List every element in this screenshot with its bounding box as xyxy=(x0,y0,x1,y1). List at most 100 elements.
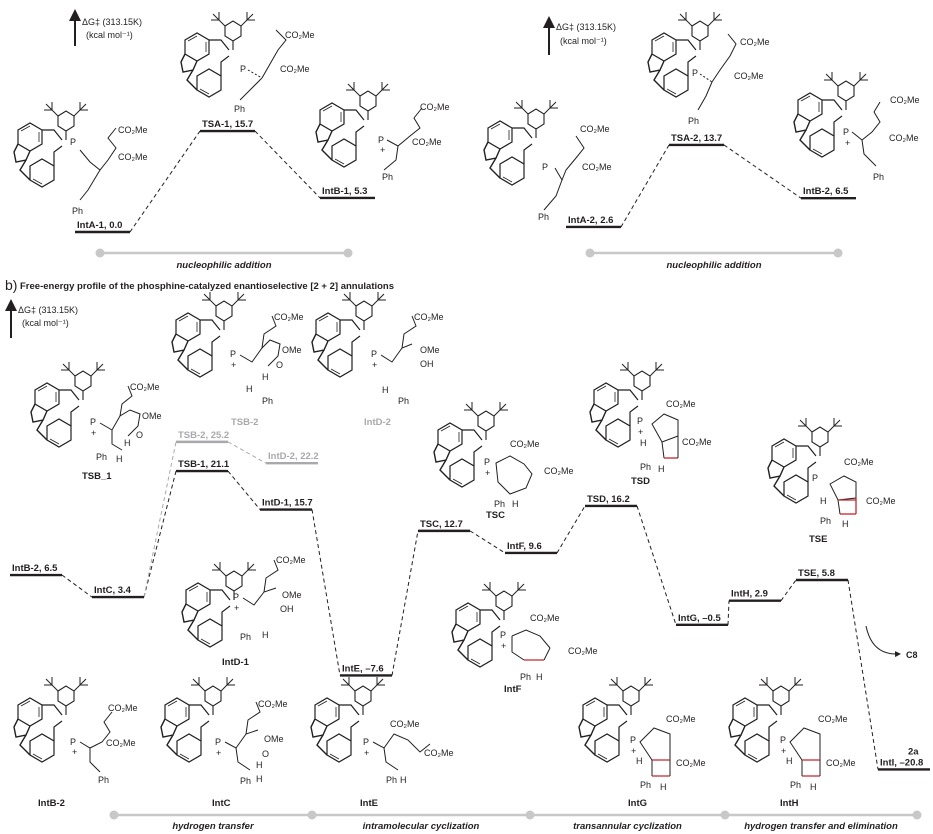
svg-text:IntH: IntH xyxy=(780,798,799,809)
svg-text:TSC: TSC xyxy=(486,510,505,521)
level-label-IntB-2: IntB-2, 6.5 xyxy=(803,186,849,197)
svg-text:P: P xyxy=(780,735,786,745)
svg-text:IntF: IntF xyxy=(504,684,522,695)
stage-node xyxy=(307,810,317,820)
svg-text:Ph: Ph xyxy=(688,116,699,126)
svg-text:CO₂Me: CO₂Me xyxy=(530,613,560,623)
svg-text:CO₂Me: CO₂Me xyxy=(130,382,160,392)
molecule-IntH: P + CO₂Me CO₂Me H Ph H IntH xyxy=(728,676,856,809)
molecule-TSB_1: P + CO₂Me OMe O H Ph H TSB_1 xyxy=(30,361,162,482)
level-label-TSB-2: TSB-2, 25.2 xyxy=(178,430,229,441)
svg-text:H: H xyxy=(536,672,543,682)
svg-text:H: H xyxy=(400,775,407,785)
svg-text:P: P xyxy=(70,137,76,147)
svg-text:H: H xyxy=(512,499,519,509)
svg-text:(kcal mol⁻¹): (kcal mol⁻¹) xyxy=(22,318,69,328)
svg-text:P: P xyxy=(70,737,76,747)
svg-text:OMe: OMe xyxy=(142,411,162,421)
axis-arrow-b: ΔG‡ (313.15K) (kcal mol⁻¹) xyxy=(5,299,78,338)
svg-text:Ph: Ph xyxy=(72,206,83,216)
connector-IntE-TSC xyxy=(391,530,419,676)
svg-text:+: + xyxy=(781,746,786,756)
svg-text:H: H xyxy=(820,496,827,506)
level-label-IntD-2: IntD-2, 22.2 xyxy=(268,451,319,462)
svg-text:CO₂Me: CO₂Me xyxy=(734,71,764,81)
svg-text:Ph: Ph xyxy=(234,104,245,114)
molecule-IntE: P + CO₂Me CO₂Me Ph H IntE xyxy=(310,676,454,809)
svg-text:CO₂Me: CO₂Me xyxy=(682,437,712,447)
connector-IntG-IntH xyxy=(727,600,730,625)
svg-text:CO₂Me: CO₂Me xyxy=(676,758,706,768)
stage-label: hydrogen transfer xyxy=(172,821,255,832)
svg-text:+: + xyxy=(372,360,377,370)
svg-text:P: P xyxy=(215,737,221,747)
molecule-IntG: P + CO₂Me CO₂Me H Ph H IntG xyxy=(578,676,706,809)
molecule-IntB-2-top: P + CO₂Me CO₂Me Ph xyxy=(793,71,920,182)
svg-text:CO₂Me: CO₂Me xyxy=(276,555,306,565)
svg-text:CO₂Me: CO₂Me xyxy=(866,496,896,506)
svg-text:P: P xyxy=(230,349,236,359)
level-label-TSA-1: TSA-1, 15.7 xyxy=(202,119,253,130)
connector-TSB-1-IntD-1 xyxy=(227,470,261,510)
svg-text:Ph: Ph xyxy=(98,775,109,785)
stage-node xyxy=(912,810,922,820)
level-label-TSE: TSE, 5.8 xyxy=(798,568,835,579)
svg-text:IntE: IntE xyxy=(360,798,378,809)
connector-TSA-2-IntB-2 xyxy=(723,144,802,199)
svg-text:CO₂Me: CO₂Me xyxy=(580,124,610,134)
molecule-TSE: P CO₂Me CO₂Me H Ph H TSE xyxy=(767,417,896,545)
svg-text:CO₂Me: CO₂Me xyxy=(740,37,770,47)
level-label-IntA-2: IntA-2, 2.6 xyxy=(568,215,613,226)
svg-text:H: H xyxy=(246,384,253,394)
svg-text:P: P xyxy=(630,735,636,745)
svg-text:O: O xyxy=(136,430,143,440)
molecule-TSA-1: P CO₂Me CO₂Me Ph xyxy=(180,11,315,114)
level-label-TSD: TSD, 16.2 xyxy=(587,494,630,505)
svg-text:H: H xyxy=(636,756,643,766)
molecule-IntA-1: P CO₂Me CO₂Me Ph xyxy=(13,101,148,216)
molecule-IntB-1: P + CO₂Me CO₂Me Ph xyxy=(315,81,450,182)
svg-text:P: P xyxy=(363,737,369,747)
svg-text:P: P xyxy=(378,135,384,145)
stage-label: intramolecular cyclization xyxy=(363,821,480,832)
svg-text:+: + xyxy=(380,145,385,155)
svg-text:+: + xyxy=(501,641,506,651)
stage-label: hydrogen transfer and elimination xyxy=(744,821,898,832)
svg-text:Ph: Ph xyxy=(520,672,531,682)
svg-text:P: P xyxy=(542,162,548,172)
svg-text:CO₂Me: CO₂Me xyxy=(412,137,442,147)
svg-text:ΔG‡ (313.15K): ΔG‡ (313.15K) xyxy=(18,305,78,315)
svg-text:CO₂Me: CO₂Me xyxy=(118,125,148,135)
svg-text:CO₂Me: CO₂Me xyxy=(582,162,612,172)
axis-unit: (kcal mol⁻¹) xyxy=(86,30,133,40)
svg-text:CO₂Me: CO₂Me xyxy=(420,102,450,112)
svg-text:P: P xyxy=(812,473,818,483)
svg-text:H: H xyxy=(382,385,389,395)
connector-IntA-2-TSA-2 xyxy=(620,144,670,228)
molecule-IntC: P + CO₂Me OMe O H Ph H IntC xyxy=(160,676,288,809)
svg-text:P: P xyxy=(240,64,246,74)
svg-text:Ph: Ph xyxy=(398,396,409,406)
svg-text:CO₂Me: CO₂Me xyxy=(390,719,420,729)
svg-text:nucleophilic addition: nucleophilic addition xyxy=(667,260,762,271)
svg-text:P: P xyxy=(843,127,849,137)
level-label-IntI: IntI, –20.8 xyxy=(880,757,923,768)
stage-bar-b: hydrogen transfer intramolecular cyclizat… xyxy=(109,810,922,832)
level-label-IntC: IntC, 3.4 xyxy=(94,585,132,596)
side-product-label: C8 xyxy=(906,650,918,660)
molecule-IntD-2: P + CO₂Me OMe OH H Ph IntD-2 xyxy=(311,291,444,428)
svg-text:Ph: Ph xyxy=(240,632,251,642)
connector-IntA-1-TSA-1 xyxy=(129,130,201,233)
svg-text:Ph: Ph xyxy=(240,776,251,786)
svg-text:Ph: Ph xyxy=(820,516,831,526)
svg-text:O: O xyxy=(276,360,283,370)
stage-bar-a-left: nucleophilic addition xyxy=(95,248,353,271)
svg-text:+: + xyxy=(91,428,96,438)
connector-TSD-IntG xyxy=(636,505,677,626)
panel-letter: b) xyxy=(5,277,17,293)
svg-text:OH: OH xyxy=(280,604,294,614)
side-product-arrow: C8 xyxy=(865,625,918,660)
level-label-IntA-1: IntA-1, 0.0 xyxy=(77,220,122,231)
svg-text:Ph: Ph xyxy=(873,172,884,182)
svg-text:Ph: Ph xyxy=(262,396,273,406)
